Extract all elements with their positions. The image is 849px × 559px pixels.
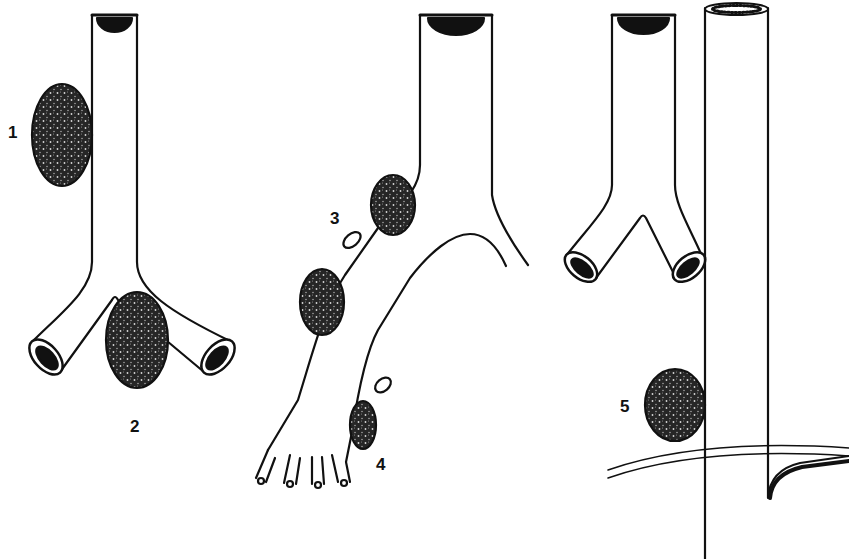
trachea-wall [32, 15, 92, 342]
trachea-wall [137, 15, 232, 342]
trachea-lumen [618, 18, 669, 34]
trachea-rim [420, 14, 492, 17]
esophagus-wall [704, 8, 706, 559]
callout-number: 3 [330, 210, 339, 227]
callout-number: 4 [376, 456, 385, 473]
lymph-node [300, 269, 344, 335]
bronchus-opening [559, 246, 602, 287]
lymph-node [106, 292, 168, 388]
figure-two [256, 15, 528, 488]
stomach-wall [770, 461, 849, 498]
callout-number: 2 [130, 418, 139, 435]
bronchus-ring [372, 375, 394, 396]
trachea-rim [92, 14, 137, 17]
segment-opening [315, 482, 321, 488]
bronchus-wall [346, 234, 506, 462]
lymph-node [645, 369, 705, 441]
esophagus-opening [705, 3, 768, 15]
callout-number: 5 [620, 398, 629, 415]
trachea-rim [612, 14, 675, 17]
segment-opening [258, 478, 264, 484]
bronchus-lumen [568, 255, 596, 281]
trachea-wall [566, 15, 612, 256]
bronchus-lumen [32, 343, 61, 373]
lymph-node [350, 401, 376, 449]
bronchus-lumen [674, 255, 702, 281]
segment-opening [287, 481, 293, 487]
callout-number: 1 [8, 124, 17, 141]
trachea-lumen [428, 18, 484, 35]
bronchus-opening [195, 333, 241, 380]
lymph-node [371, 175, 415, 235]
esophagus-mucosa [713, 6, 761, 13]
bronchus-wall [268, 15, 420, 450]
figure-one [23, 15, 241, 388]
esophagus-wall [768, 8, 849, 498]
trachea-wall [675, 15, 702, 256]
bronchus-wall [492, 15, 528, 265]
segmental-bronchi [256, 450, 350, 484]
segment-opening [341, 480, 347, 486]
carina-wall [596, 216, 676, 279]
bronchus-opening [23, 333, 69, 380]
bronchus-ring [340, 229, 363, 251]
bronchus-lumen [202, 343, 231, 373]
trachea-lumen [97, 18, 132, 32]
figure-three [559, 3, 849, 559]
lymph-node [32, 84, 92, 186]
